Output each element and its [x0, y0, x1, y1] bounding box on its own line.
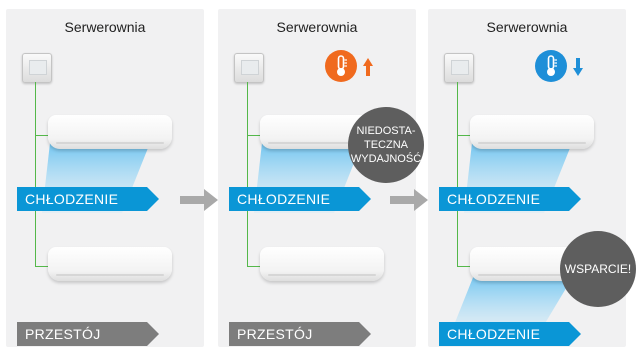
step-arrow	[180, 189, 218, 211]
wall-controller-icon	[234, 53, 264, 83]
wire	[35, 82, 36, 266]
insufficient-capacity-bubble: NIEDOSTA- TECZNA WYDAJNOŚĆ	[348, 107, 424, 183]
air-conditioner-unit-bottom	[260, 247, 384, 281]
temperature-rising-icon	[325, 50, 373, 82]
idle-label: PRZESTÓJ	[229, 322, 371, 346]
bubble-line: TECZNA	[364, 139, 408, 151]
wire	[247, 266, 261, 267]
air-conditioner-unit-top	[48, 115, 172, 149]
wire	[247, 82, 248, 266]
wall-controller-icon	[444, 53, 474, 83]
wire	[35, 266, 49, 267]
air-conditioner-unit-top	[470, 115, 594, 149]
panel-title: Serwerownia	[276, 19, 358, 35]
wire	[457, 82, 458, 266]
panel-2: Serwerownia CHŁODZENIE PRZESTÓJ NIEDOSTA…	[218, 9, 424, 347]
panel-title: Serwerownia	[486, 19, 568, 35]
panel-3: Serwerownia CHŁODZENIE CHŁODZENIE	[428, 9, 636, 347]
panel-1: Serwerownia CHŁODZENIE PRZESTÓJ	[6, 9, 204, 347]
wire	[457, 135, 471, 136]
temperature-falling-icon	[535, 50, 583, 82]
wire	[457, 266, 471, 267]
wire	[247, 135, 261, 136]
bubble-line: NIEDOSTA-	[356, 125, 416, 137]
cooling-label: CHŁODZENIE	[229, 187, 371, 211]
wall-controller-icon	[22, 53, 52, 83]
panel-title: Serwerownia	[64, 19, 146, 35]
cooling-label: CHŁODZENIE	[439, 187, 581, 211]
cold-airflow	[450, 275, 574, 335]
bubble-text: WSPARCIE!	[564, 262, 632, 276]
bubble-line: WYDAJNOŚĆ	[350, 153, 422, 165]
air-conditioner-unit-bottom	[48, 247, 172, 281]
idle-label: PRZESTÓJ	[17, 322, 159, 346]
cooling-label: CHŁODZENIE	[439, 322, 581, 346]
step-arrow	[390, 189, 428, 211]
support-bubble: WSPARCIE!	[560, 231, 636, 307]
cooling-label: CHŁODZENIE	[17, 187, 159, 211]
wire	[35, 135, 49, 136]
